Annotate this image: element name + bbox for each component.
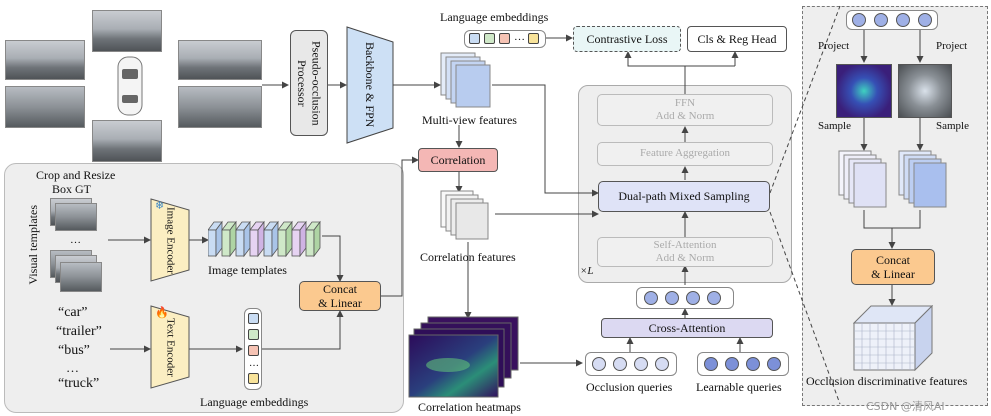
correlation-block: Correlation — [418, 148, 498, 172]
word-ellipsis: … — [66, 360, 79, 375]
occlusion-feature-cube — [853, 305, 933, 371]
correlation-heatmap-stack — [408, 316, 519, 398]
embedding-token — [248, 373, 259, 384]
cross-attention-block: Cross-Attention — [601, 318, 773, 338]
query-row-right — [846, 10, 938, 30]
cls-reg-head-box: Cls & Reg Head — [687, 26, 787, 52]
query-token — [665, 291, 679, 305]
word-bus: “bus” — [58, 343, 90, 358]
layer-repeat-label: ×L — [580, 265, 594, 277]
sampled-feature-stack-left — [838, 150, 887, 208]
camera-image-front-right — [178, 40, 262, 80]
flame-icon: 🔥 — [155, 307, 169, 319]
concat-linear-right: Concat& Linear — [851, 249, 935, 285]
embedding-token — [499, 33, 510, 44]
occlusion-query-token — [592, 357, 606, 371]
occlusion-queries-label: Occlusion queries — [586, 380, 673, 394]
heatmap-projection-image — [836, 64, 892, 118]
learnable-query-token — [746, 357, 760, 371]
multiview-features-label: Multi-view features — [422, 113, 517, 127]
occlusion-features-label: Occlusion discriminative features — [806, 374, 968, 388]
crop-resize-label: Crop and Resize — [36, 168, 116, 182]
sampled-feature-stack-right — [898, 150, 947, 208]
query-token — [874, 13, 888, 27]
project-right-label: Project — [936, 40, 968, 52]
occlusion-query-token — [655, 357, 669, 371]
template-ellipsis: … — [70, 234, 81, 246]
query-token — [644, 291, 658, 305]
project-left-label: Project — [818, 40, 850, 52]
camera-image-front — [92, 10, 162, 52]
query-token — [707, 291, 721, 305]
occlusion-query-token — [613, 357, 627, 371]
embedding-token — [528, 33, 539, 44]
camera-image-back — [92, 120, 162, 162]
language-embeddings-top-label: Language embeddings — [440, 10, 549, 24]
watermark: CSDN @清风AI — [866, 400, 945, 413]
visual-templates-label: Visual templates — [26, 205, 40, 285]
occlusion-query-token — [634, 357, 648, 371]
learnable-query-token — [704, 357, 718, 371]
embedding-token — [248, 345, 259, 356]
correlation-heatmaps-label: Correlation heatmaps — [418, 400, 521, 414]
sample-right-label: Sample — [936, 120, 969, 132]
image-templates-label: Image templates — [208, 263, 287, 277]
embedding-ellipsis: … — [249, 358, 259, 369]
car-topview-icon — [117, 56, 143, 116]
correlation-features-label: Correlation features — [420, 250, 516, 264]
camera-image-back-right — [178, 86, 262, 128]
learnable-query-token — [767, 357, 781, 371]
visual-template-image — [55, 203, 97, 231]
visual-template-image — [60, 262, 102, 292]
image-projection-image — [898, 64, 952, 118]
image-encoder-trapezoid — [150, 198, 190, 282]
image-template-tokens — [208, 220, 321, 258]
query-token — [918, 13, 932, 27]
pseudo-occlusion-processor: Pseudo-occlusion Processor — [290, 30, 328, 136]
query-token — [852, 13, 866, 27]
embedding-token — [484, 33, 495, 44]
multiview-feature-stack — [440, 52, 491, 108]
query-token — [686, 291, 700, 305]
word-trailer: “trailer” — [56, 324, 102, 339]
correlation-feature-stack — [440, 190, 489, 240]
embedding-token — [248, 329, 259, 340]
concat-linear-left: Concat& Linear — [299, 281, 381, 311]
camera-image-front-left — [5, 40, 85, 80]
embedding-ellipsis: … — [514, 31, 525, 43]
backbone-fpn: Backbone & FPN — [363, 42, 378, 128]
word-car: “car” — [58, 305, 88, 320]
text-encoder-trapezoid — [150, 305, 190, 389]
sample-left-label: Sample — [818, 120, 851, 132]
contrastive-loss-box: Contrastive Loss — [573, 26, 681, 52]
learnable-queries-label: Learnable queries — [696, 380, 782, 394]
query-token — [896, 13, 910, 27]
text-encoder: Text Encoder — [164, 317, 177, 377]
learnable-query-token — [725, 357, 739, 371]
snowflake-icon: ❄ — [155, 200, 165, 212]
box-gt-label: Box GT — [52, 182, 91, 196]
language-embeddings-bottom-label: Language embeddings — [200, 395, 309, 409]
image-encoder: Image Encoder — [164, 206, 177, 274]
feature-aggregation-block: Feature Aggregation — [597, 142, 773, 166]
dual-path-mixed-sampling-block: Dual-path Mixed Sampling — [598, 181, 770, 212]
backbone-trapezoid — [346, 26, 394, 144]
embedding-token — [469, 33, 480, 44]
camera-image-back-left — [5, 86, 85, 128]
embedding-token — [248, 313, 259, 324]
word-truck: “truck” — [58, 376, 100, 391]
